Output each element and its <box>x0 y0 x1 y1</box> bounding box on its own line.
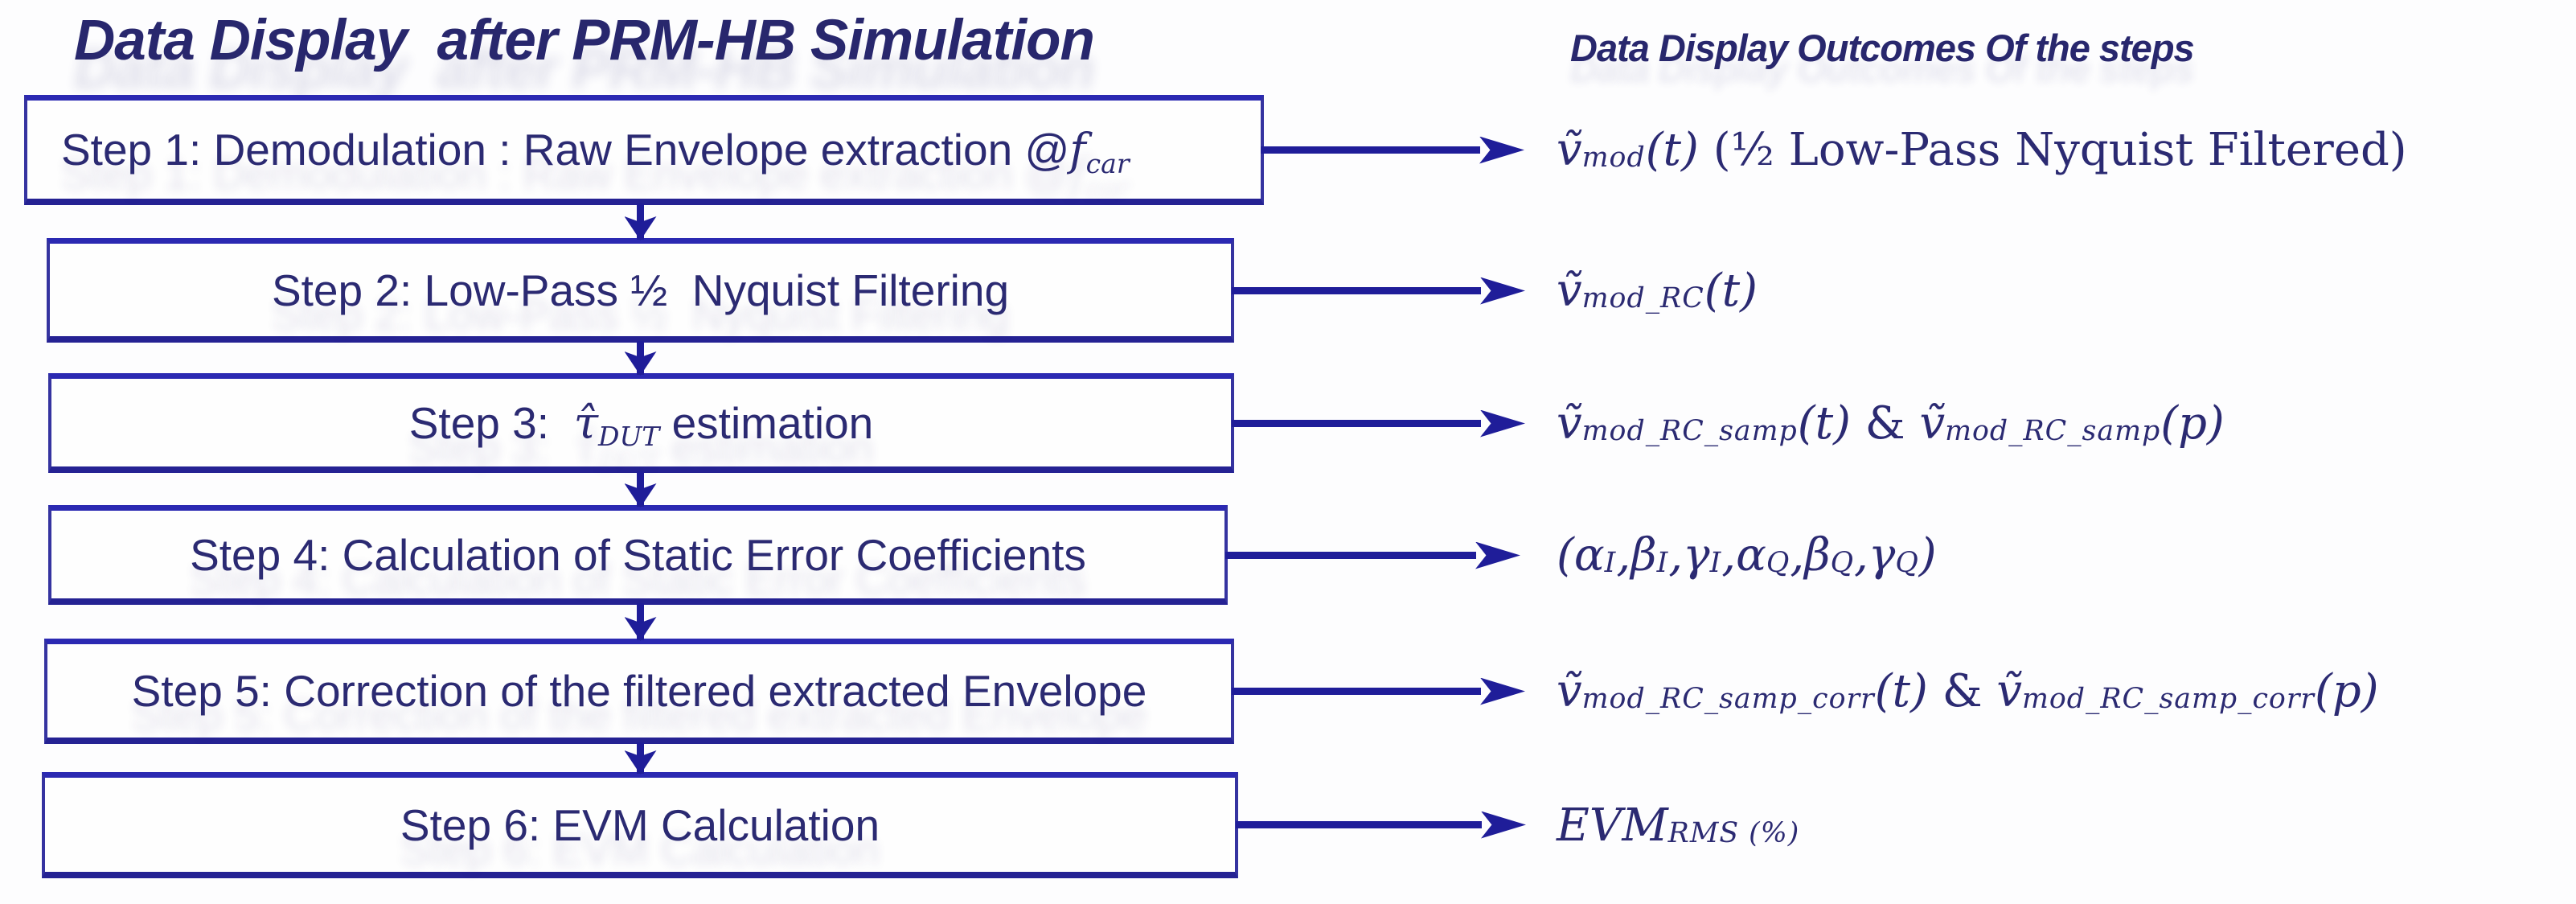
step-6-box: Step 6: EVM Calculation <box>42 772 1238 878</box>
step-6-label: Step 6: EVM Calculation <box>400 799 880 850</box>
right-arrow-step1-outcome-icon <box>1261 146 1480 154</box>
step-5-box: Step 5: Correction of the filtered extra… <box>44 639 1234 744</box>
step-1-label: Step 1: Demodulation : Raw Envelope extr… <box>61 124 1130 179</box>
down-arrow-step3-to-step4-icon <box>637 471 644 507</box>
step-5-label: Step 5: Correction of the filtered extra… <box>131 666 1147 716</box>
right-arrow-step6-outcome-icon <box>1236 821 1482 828</box>
step-1-box: Step 1: Demodulation : Raw Envelope extr… <box>24 95 1264 205</box>
step-2-label: Step 2: Low-Pass ½ Nyquist Filtering <box>271 265 1010 315</box>
right-arrow-step5-outcome-icon <box>1232 688 1481 695</box>
step-4-box: Step 4: Calculation of Static Error Coef… <box>48 505 1228 605</box>
right-arrow-step2-outcome-icon <box>1232 287 1481 294</box>
diagram-title: Data Display after PRM-HB Simulation <box>74 9 1095 72</box>
right-arrow-step4-outcome-icon <box>1225 552 1476 559</box>
down-arrow-step5-to-step6-icon <box>637 742 644 774</box>
step-3-label: Step 3: τ̂DUT estimation <box>408 397 874 453</box>
right-arrow-step3-outcome-icon <box>1232 420 1481 427</box>
step-3-box: Step 3: τ̂DUT estimation <box>48 373 1234 473</box>
outcomes-column-title: Data Display Outcomes Of the steps <box>1570 27 2195 69</box>
down-arrow-step1-to-step2-icon <box>637 203 644 240</box>
down-arrow-step4-to-step5-icon <box>637 603 644 640</box>
down-arrow-step2-to-step3-icon <box>637 341 644 375</box>
step-2-box: Step 2: Low-Pass ½ Nyquist Filtering <box>47 238 1234 343</box>
step-4-label: Step 4: Calculation of Static Error Coef… <box>190 529 1086 580</box>
